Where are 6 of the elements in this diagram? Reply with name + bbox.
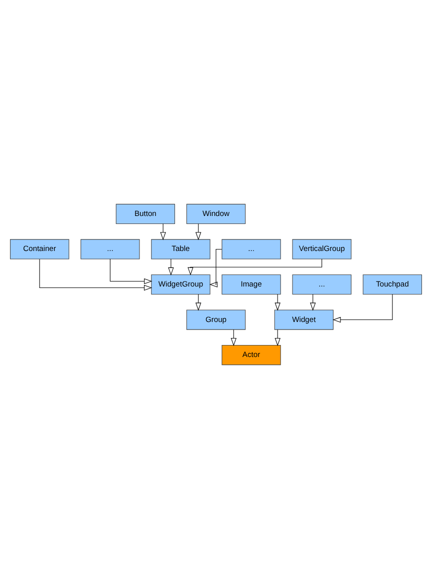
- arrow: [39, 258, 152, 291]
- arrow: [188, 258, 322, 276]
- arrow: [332, 294, 393, 323]
- arrow: [110, 258, 152, 284]
- arrow: [168, 258, 174, 276]
- arrow: [209, 248, 222, 288]
